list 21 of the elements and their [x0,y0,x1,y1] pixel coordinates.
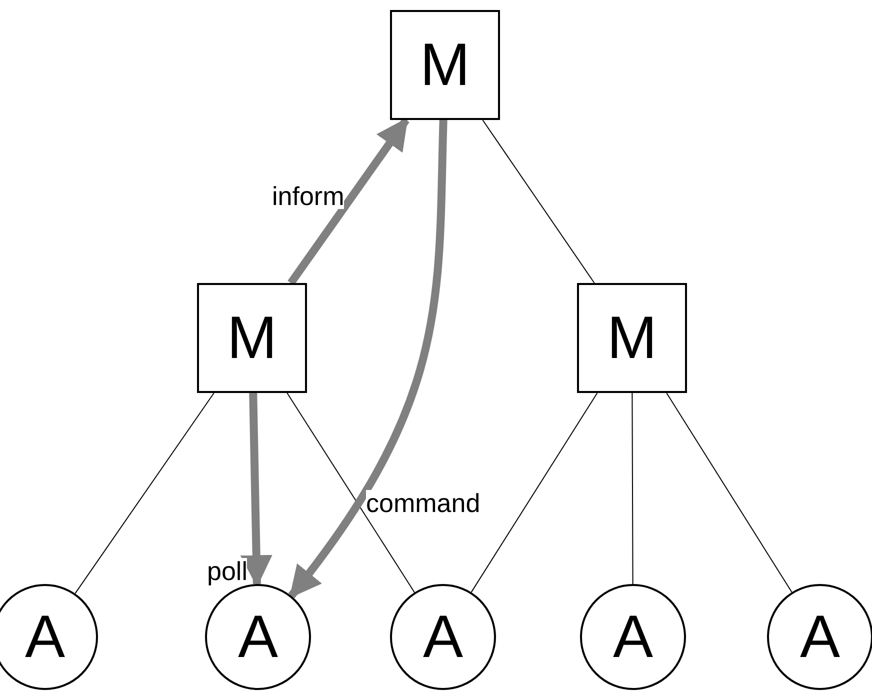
node-label: A [24,607,66,667]
connector-line [286,392,415,593]
node-label: M [420,35,470,95]
manager-box [577,283,687,393]
connector-line [470,392,598,593]
connector-line [632,392,634,584]
node-label: M [227,308,277,368]
edge-label: inform [272,183,344,209]
node-label: M [607,308,657,368]
edge-label: command [366,490,480,516]
node-label: A [422,607,464,667]
node-label: A [238,607,278,667]
manager-box [390,10,500,120]
connector-line [482,120,595,284]
edge-label: poll [207,558,248,584]
node-label: A [800,607,840,667]
node-label: A [612,607,654,667]
connector-line [74,392,214,594]
connector-line [666,392,792,593]
arrow [288,120,448,598]
manager-box [197,283,307,393]
